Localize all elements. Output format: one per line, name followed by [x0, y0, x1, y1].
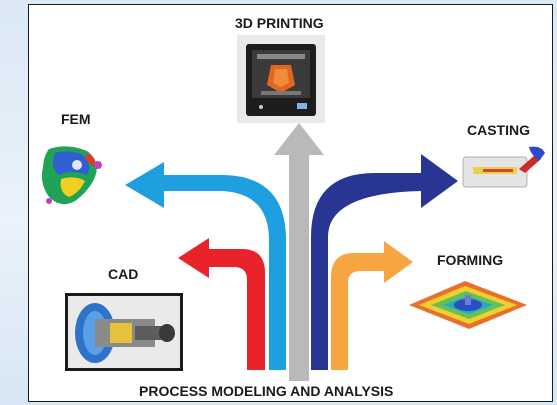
arrows-group [125, 123, 458, 381]
navy-arrow-shaft [311, 154, 458, 370]
fem-part-icon [41, 146, 102, 205]
cyan-arrow-shaft [125, 162, 286, 370]
3d-printer-icon [237, 35, 325, 123]
jet-engine-icon [65, 293, 183, 371]
forming-icon [409, 281, 527, 329]
label-casting: CASTING [467, 122, 530, 138]
diagram-frame: 3D PRINTING FEM CASTING CAD FORMING PROC… [28, 4, 553, 402]
label-fem: FEM [61, 111, 91, 127]
casting-icon [462, 146, 545, 188]
red-arrow-shaft [178, 238, 265, 370]
gray-arrow-shaft [274, 123, 324, 381]
label-3d-printing: 3D PRINTING [235, 15, 324, 31]
label-forming: FORMING [437, 252, 504, 268]
label-process-modeling: PROCESS MODELING AND ANALYSIS [139, 383, 394, 399]
orange-arrow-shaft [331, 241, 413, 370]
label-cad: CAD [108, 266, 139, 282]
